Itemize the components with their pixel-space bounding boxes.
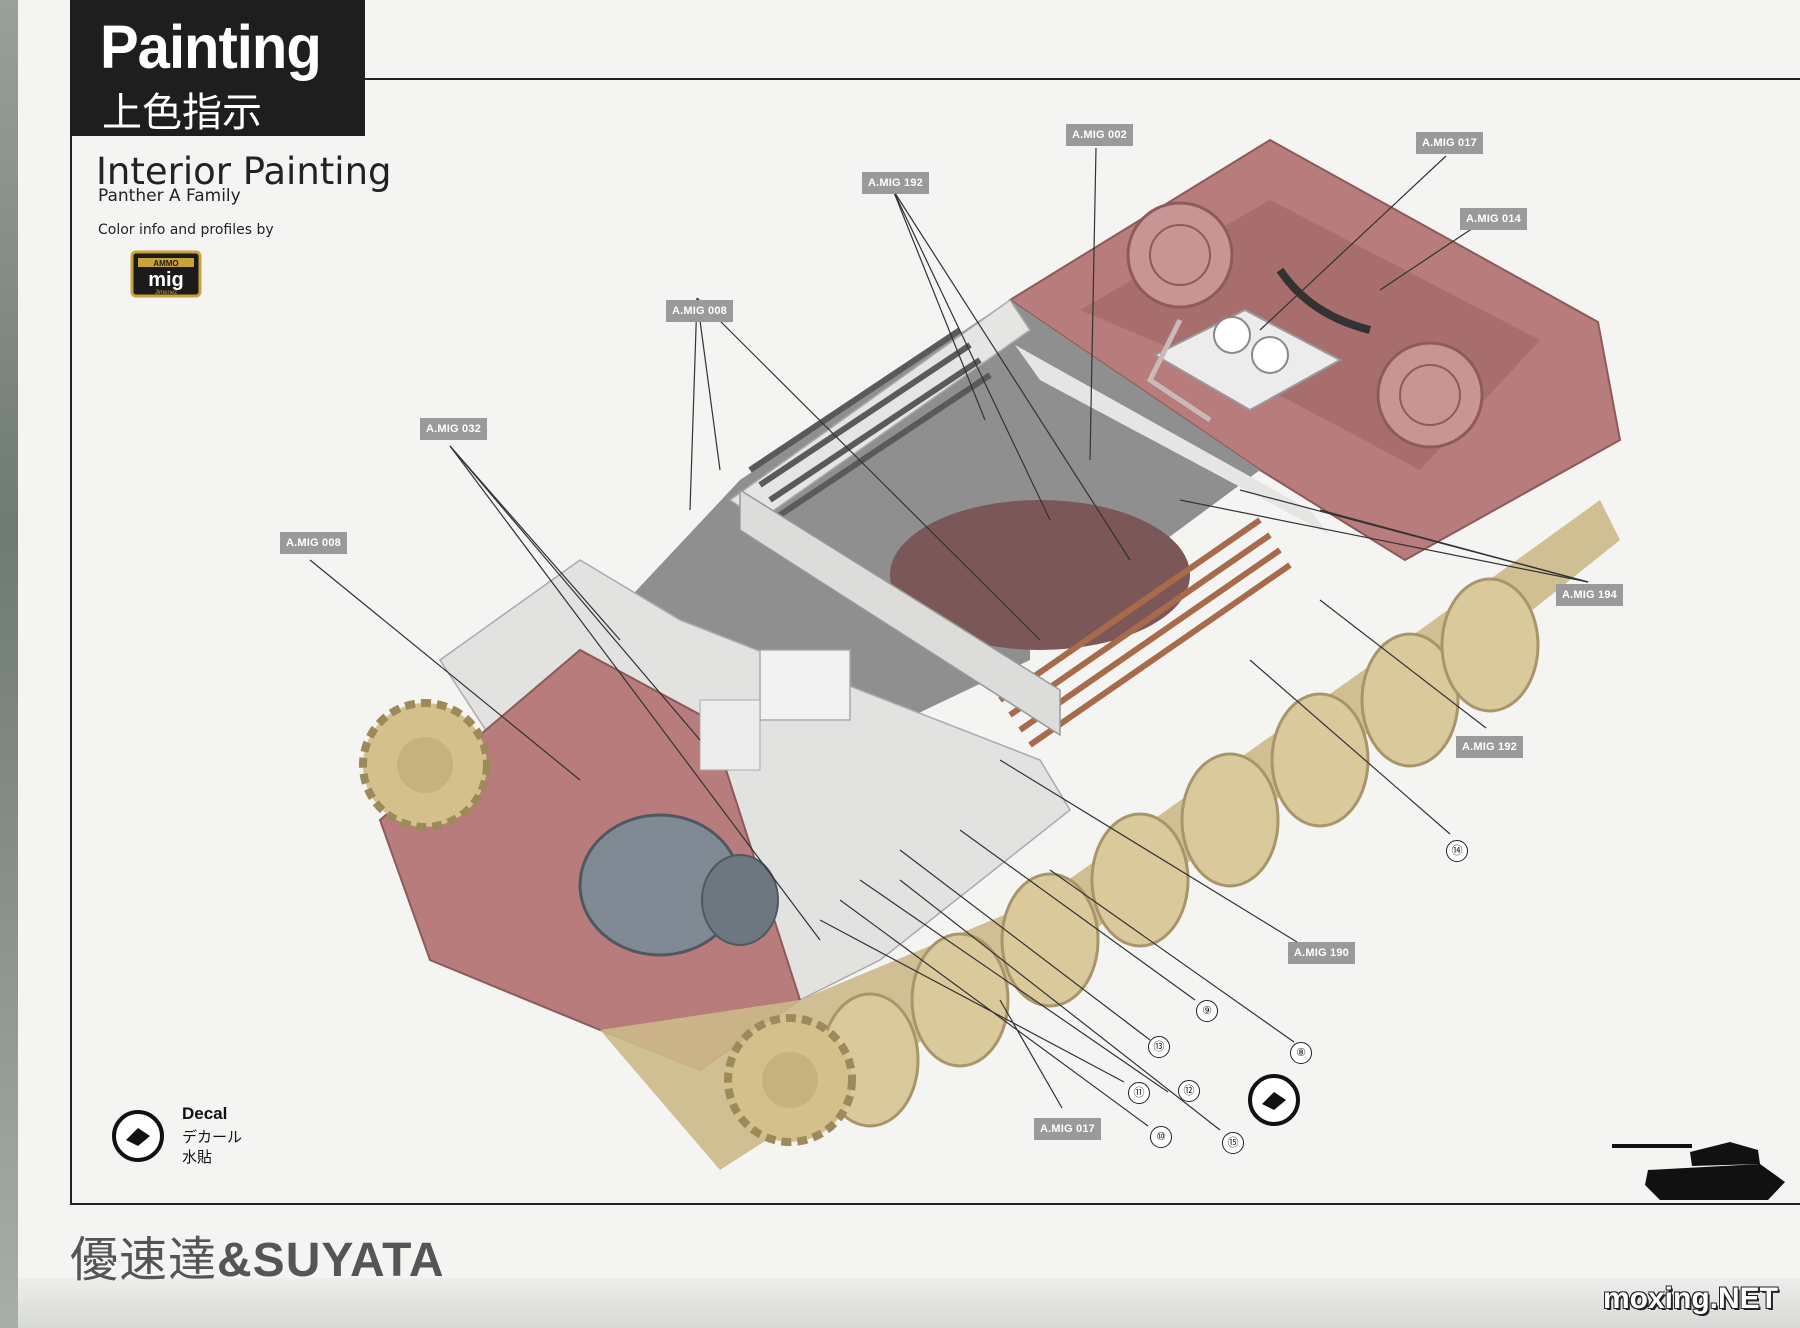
road-wheels	[820, 577, 1540, 1128]
decal-legend-sheet-icon	[126, 1128, 150, 1146]
decal-legend-label: Decal	[182, 1104, 228, 1123]
air-filter-left	[1213, 316, 1251, 354]
model-name: Panther A Family	[98, 186, 241, 206]
logo-bottom-text: Jimenez	[155, 290, 177, 296]
part-number-14: ⑭	[1446, 840, 1468, 862]
credit-text: Color info and profiles by	[98, 222, 274, 238]
brand-cn: 優速達	[70, 1232, 218, 1288]
ammo-mig-logo: AMMO mig Jimenez	[130, 250, 202, 298]
coolant-hose	[1276, 267, 1371, 334]
ammo-rack-left	[748, 327, 992, 518]
callout-amig190: A.MIG 190	[1288, 942, 1355, 964]
brand-en: &SUYATA	[217, 1234, 445, 1287]
logo-top-text: AMMO	[153, 259, 178, 268]
callout-amig032: A.MIG 032	[420, 418, 487, 440]
radio-box	[759, 649, 851, 721]
part-number-9: ⑨	[1196, 1000, 1218, 1022]
pipe	[1146, 318, 1212, 423]
callout-amig194: A.MIG 194	[1556, 584, 1623, 606]
radiator-fan-right-inner	[1399, 364, 1461, 426]
page-frame	[70, 78, 1800, 1205]
page-bottom-edge	[18, 1278, 1800, 1328]
part-number-10: ⑩	[1150, 1126, 1172, 1148]
callout-amig017-bottom: A.MIG 017	[1034, 1118, 1101, 1140]
part-number-8: ⑧	[1290, 1042, 1312, 1064]
leader-lines	[309, 147, 1589, 1131]
panther-silhouette-icon	[1612, 1142, 1785, 1200]
callout-amig017-top: A.MIG 017	[1416, 132, 1483, 154]
decal-legend-cn: 水貼	[182, 1148, 213, 1166]
section-title-cn: 上色指示	[102, 90, 262, 136]
decal-legend-jp: デカール	[182, 1128, 243, 1146]
hull-side-wall-right	[1015, 345, 1330, 535]
callout-amig008-a: A.MIG 008	[666, 300, 733, 322]
page-edge-strip	[0, 0, 18, 1328]
drive-sprocket-rear	[359, 699, 491, 831]
logo-main-text: mig	[148, 269, 184, 291]
section-title: Painting	[100, 13, 322, 82]
callout-amig014: A.MIG 014	[1460, 208, 1527, 230]
part-number-15: ⑮	[1222, 1132, 1244, 1154]
drive-sprocket-front	[724, 1014, 856, 1146]
section-title-box: Painting 上色指示	[70, 0, 365, 136]
center-bulkhead	[739, 488, 1061, 737]
part-number-11: ⑪	[1128, 1082, 1150, 1104]
page-subtitle: Interior Painting	[96, 150, 392, 193]
radio-box-2	[699, 699, 761, 771]
steering-unit	[701, 854, 779, 946]
brand-logo: 優速達&SUYATA	[70, 1220, 445, 1290]
part-number-13: ⑬	[1148, 1036, 1170, 1058]
decal-icon-main	[1248, 1074, 1300, 1126]
decal-sheet-icon	[1262, 1092, 1286, 1110]
callout-amig192-right: A.MIG 192	[1456, 736, 1523, 758]
callout-amig192-top: A.MIG 192	[862, 172, 929, 194]
site-watermark: moxing.NET	[1602, 1282, 1778, 1315]
instruction-page: Painting 上色指示 Interior Painting Panther …	[70, 0, 1800, 1328]
callout-amig002: A.MIG 002	[1066, 124, 1133, 146]
radiator-fan-right	[1376, 341, 1484, 449]
part-number-12: ⑫	[1178, 1080, 1200, 1102]
decal-legend-icon	[112, 1110, 164, 1162]
radiator-fan-left	[1126, 201, 1234, 309]
radiator-fan-left-inner	[1149, 224, 1211, 286]
engine-block	[1152, 308, 1343, 412]
air-filter-right	[1251, 336, 1289, 374]
callout-amig008-b: A.MIG 008	[280, 532, 347, 554]
